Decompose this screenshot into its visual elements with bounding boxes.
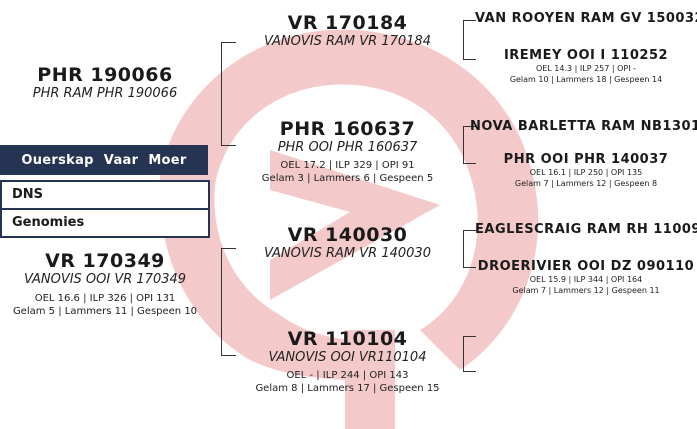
sire-name: PHR RAM PHR 190066 — [0, 86, 210, 101]
tab-vaar[interactable]: Vaar — [104, 153, 139, 168]
animal-name: VANOVIS OOI VR 170349 — [0, 272, 210, 287]
animal-card: VR 170349 VANOVIS OOI VR 170349 OEL 16.6… — [0, 250, 210, 318]
bracket-dam — [221, 248, 236, 356]
g3-dam-sire-sire: EAGLESCRAIG RAM RH 110095 — [475, 222, 697, 237]
g3-b-stats: OEL 14.3 | ILP 257 | OPI - — [475, 63, 697, 74]
dam-dam-reg: VR 110104 — [235, 328, 460, 350]
side-menu: DNS Genomies — [0, 180, 210, 238]
menu-item-dns[interactable]: DNS — [2, 182, 208, 208]
g3-dam-sire-dam: DROERIVIER OOI DZ 090110 OEL 15.9 | ILP … — [475, 259, 697, 296]
dam-sire-reg: VR 140030 — [235, 224, 460, 246]
menu-item-genomies[interactable]: Genomies — [2, 208, 208, 236]
g3-d-reg: PHR OOI PHR 140037 — [475, 152, 697, 167]
animal-stats: OEL 16.6 | ILP 326 | OPI 131 — [0, 292, 210, 305]
sire-dam-lambs: Gelam 3 | Lammers 6 | Gespeen 5 — [235, 172, 460, 185]
sire-sire-reg: VR 170184 — [235, 12, 460, 34]
g3-f-lambs: Gelam 7 | Lammers 12 | Gespeen 11 — [475, 285, 697, 296]
sire-card: PHR 190066 PHR RAM PHR 190066 — [0, 64, 210, 101]
g3-d-lambs: Gelam 7 | Lammers 12 | Gespeen 8 — [475, 178, 697, 189]
dam-dam-name: VANOVIS OOI VR110104 — [235, 350, 460, 365]
dam-dam-card: VR 110104 VANOVIS OOI VR110104 OEL - | I… — [235, 328, 460, 395]
animal-reg: VR 170349 — [0, 250, 210, 272]
g3-d-stats: OEL 16.1 | ILP 250 | OPI 135 — [475, 167, 697, 178]
tab-bar: Ouerskap Vaar Moer — [0, 145, 208, 175]
g3-sire-sire-sire: VAN ROOYEN RAM GV 150032 — [475, 11, 697, 26]
sire-reg: PHR 190066 — [0, 64, 210, 86]
g3-b-lambs: Gelam 10 | Lammers 18 | Gespeen 14 — [475, 74, 697, 85]
bracket-dam-dam — [463, 336, 476, 372]
dam-dam-stats: OEL - | ILP 244 | OPI 143 — [235, 369, 460, 382]
g3-f-reg: DROERIVIER OOI DZ 090110 — [475, 259, 697, 274]
tab-ouerskap[interactable]: Ouerskap — [21, 153, 93, 168]
sire-sire-name: VANOVIS RAM VR 170184 — [235, 34, 460, 49]
sire-dam-name: PHR OOI PHR 160637 — [235, 140, 460, 155]
dam-sire-name: VANOVIS RAM VR 140030 — [235, 246, 460, 261]
animal-lambs: Gelam 5 | Lammers 11 | Gespeen 10 — [0, 305, 210, 318]
g3-f-stats: OEL 15.9 | ILP 344 | OPI 164 — [475, 274, 697, 285]
tab-moer[interactable]: Moer — [148, 153, 186, 168]
sire-sire-card: VR 170184 VANOVIS RAM VR 170184 — [235, 12, 460, 49]
bracket-sire — [221, 42, 236, 146]
dam-sire-card: VR 140030 VANOVIS RAM VR 140030 — [235, 224, 460, 261]
g3-sire-dam-sire: NOVA BARLETTA RAM NB130159 — [470, 119, 697, 134]
sire-dam-stats: OEL 17.2 | ILP 329 | OPI 91 — [235, 159, 460, 172]
g3-sire-dam-dam: PHR OOI PHR 140037 OEL 16.1 | ILP 250 | … — [475, 152, 697, 189]
g3-b-reg: IREMEY OOI I 110252 — [475, 48, 697, 63]
dam-dam-lambs: Gelam 8 | Lammers 17 | Gespeen 15 — [235, 382, 460, 395]
sire-dam-card: PHR 160637 PHR OOI PHR 160637 OEL 17.2 |… — [235, 118, 460, 185]
g3-sire-sire-dam: IREMEY OOI I 110252 OEL 14.3 | ILP 257 |… — [475, 48, 697, 85]
sire-dam-reg: PHR 160637 — [235, 118, 460, 140]
